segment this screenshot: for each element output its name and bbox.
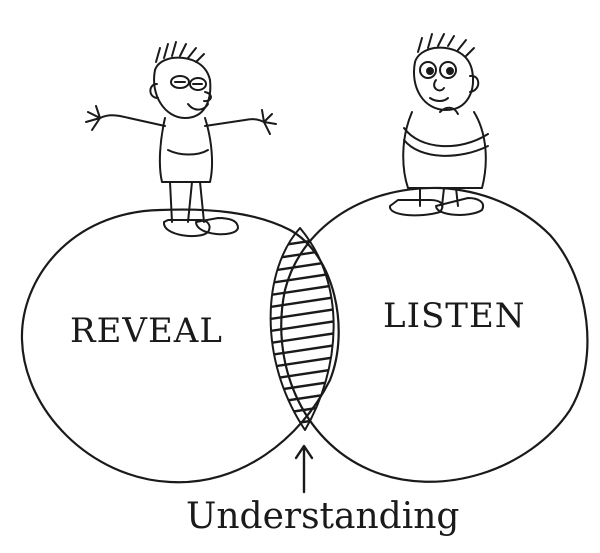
cartoon-man-arms-crossed-icon: [389, 33, 489, 217]
understanding-label: Understanding: [186, 496, 459, 537]
reveal-label: REVEAL: [70, 311, 223, 351]
listen-label: LISTEN: [383, 296, 526, 336]
reveal-circle: [20, 208, 340, 484]
overlap-hatching: [269, 227, 335, 431]
cartoon-man-arms-open-icon: [85, 41, 277, 238]
understanding-arrow-icon: [294, 444, 314, 494]
